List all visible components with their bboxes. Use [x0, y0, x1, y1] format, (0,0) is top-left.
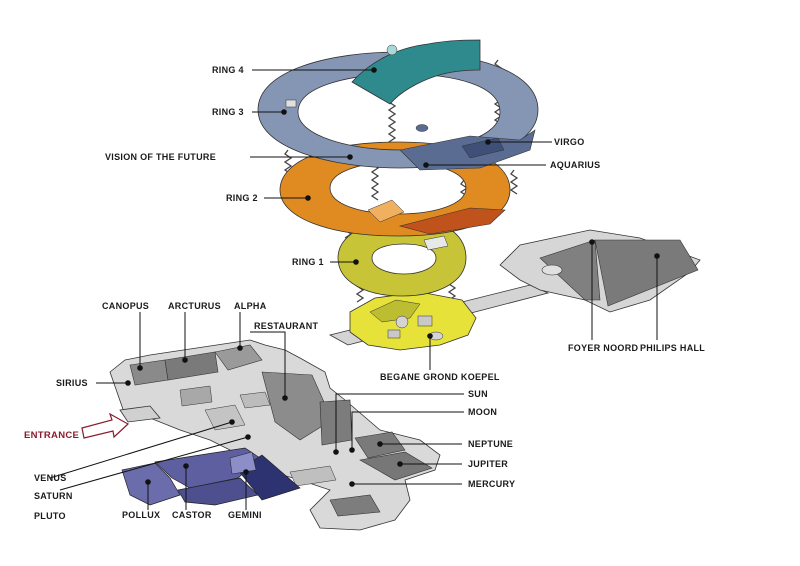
- label-ring-4: RING 4: [212, 65, 244, 75]
- entrance-arrow: [81, 412, 130, 439]
- label-philips-hall: PHILIPS HALL: [640, 343, 705, 353]
- label-sun: SUN: [468, 389, 488, 399]
- label-moon: MOON: [468, 407, 497, 417]
- label-venus: VENUS: [34, 473, 67, 483]
- label-pluto: PLUTO: [34, 511, 66, 521]
- label-canopus: CANOPUS: [102, 301, 149, 311]
- label-virgo: VIRGO: [554, 137, 585, 147]
- begane-grond-koepel: [349, 291, 477, 351]
- label-neptune: NEPTUNE: [468, 439, 513, 449]
- label-ring-3: RING 3: [212, 107, 244, 117]
- label-restaurant: RESTAURANT: [254, 321, 319, 331]
- foyer-noord-building: [499, 229, 701, 313]
- labels: RING 4 RING 3 VISION OF THE FUTURE RING …: [24, 65, 705, 521]
- label-gemini: GEMINI: [228, 510, 262, 520]
- purple-wing: [121, 447, 301, 506]
- label-jupiter: JUPITER: [468, 459, 508, 469]
- ground-floor-plan: [109, 339, 441, 531]
- label-mercury: MERCURY: [468, 479, 515, 489]
- label-ring-2: RING 2: [226, 193, 258, 203]
- ring-4: [351, 39, 481, 105]
- label-vision-of-the-future: VISION OF THE FUTURE: [105, 152, 216, 162]
- label-ring-1: RING 1: [292, 257, 324, 267]
- label-alpha: ALPHA: [234, 301, 267, 311]
- label-pollux: POLLUX: [122, 510, 160, 520]
- label-begane-grond-koepel: BEGANE GROND KOEPEL: [380, 372, 500, 382]
- label-arcturus: ARCTURUS: [168, 301, 221, 311]
- leader-lines: [49, 67, 660, 510]
- label-saturn: SATURN: [34, 491, 73, 501]
- label-foyer-noord: FOYER NOORD: [568, 343, 639, 353]
- label-aquarius: AQUARIUS: [550, 160, 600, 170]
- label-entrance: ENTRANCE: [24, 430, 79, 441]
- label-sirius: SIRIUS: [56, 378, 88, 388]
- label-castor: CASTOR: [172, 510, 212, 520]
